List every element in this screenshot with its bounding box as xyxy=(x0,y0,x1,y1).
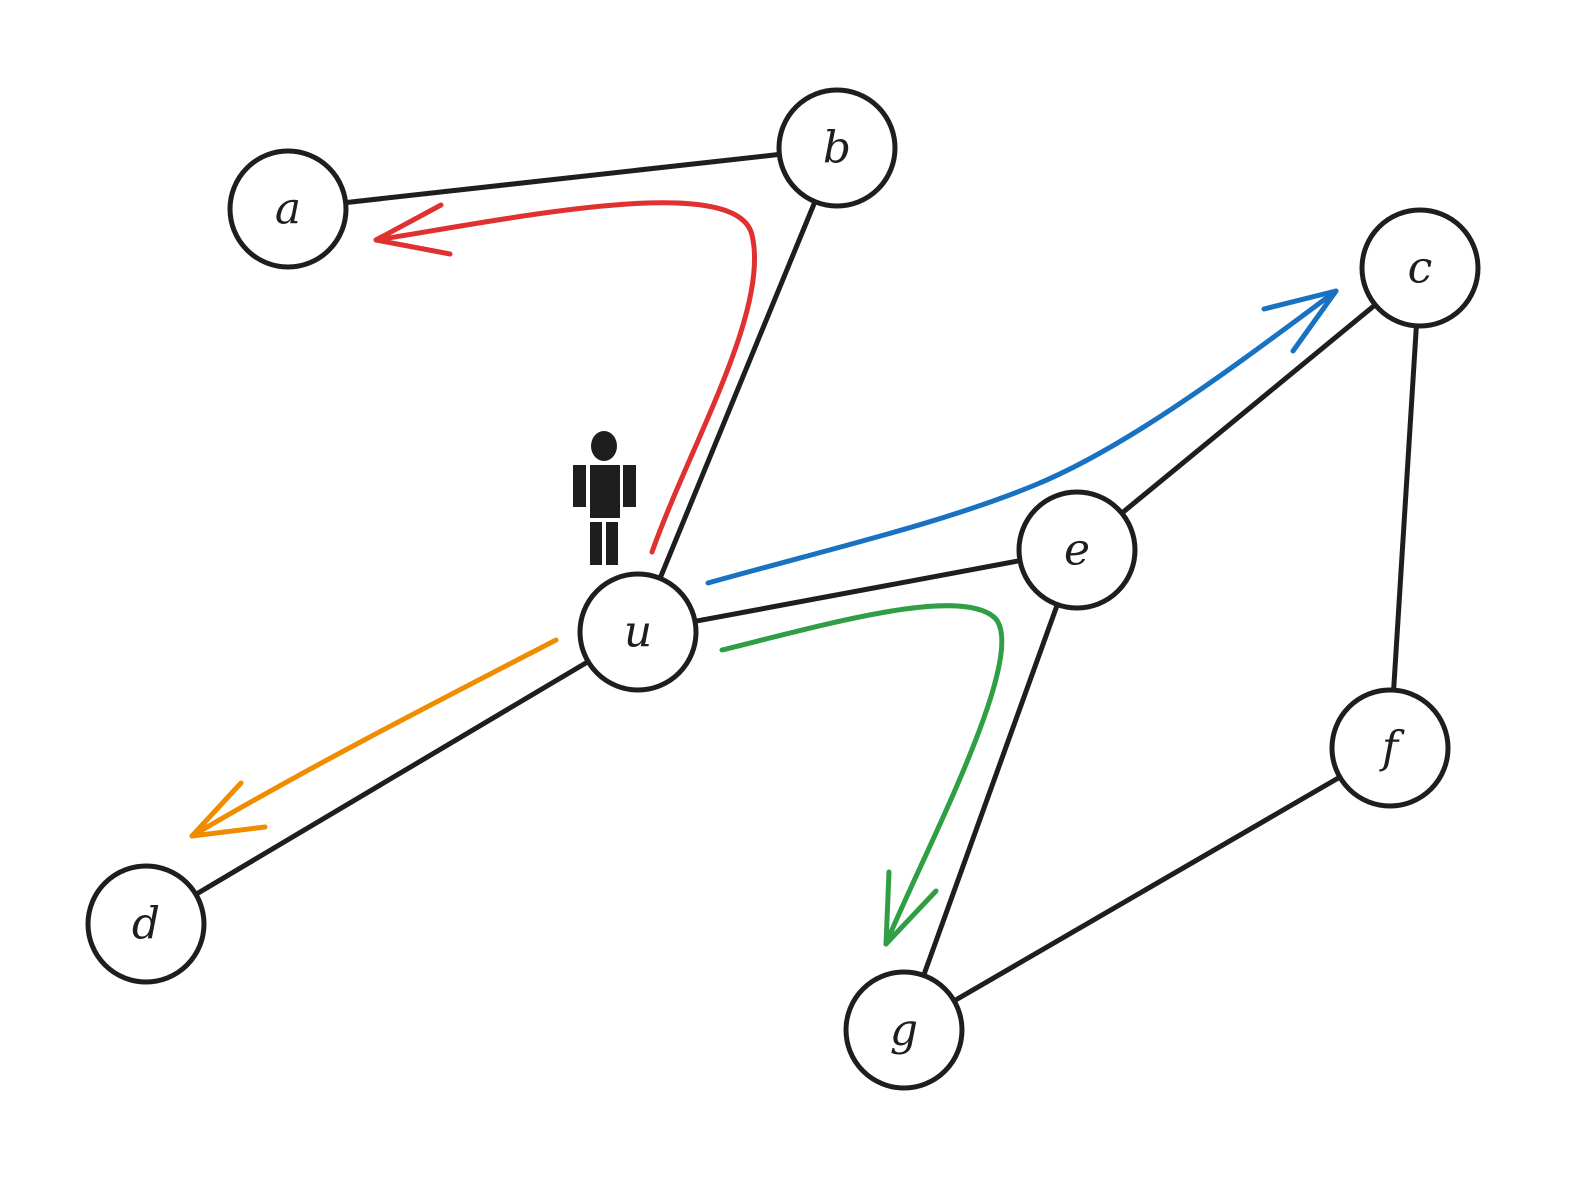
edge-c-f xyxy=(1391,323,1419,693)
edge-b-u xyxy=(657,199,818,581)
walk-to-a-arrowhead xyxy=(373,202,453,257)
person-right-arm xyxy=(623,465,636,507)
node-circle xyxy=(577,571,699,693)
node-label: g xyxy=(890,1005,918,1056)
walk-to-a xyxy=(373,200,758,555)
node-circle xyxy=(776,87,898,209)
walk-to-c xyxy=(705,288,1339,586)
person-torso xyxy=(590,465,620,518)
node-circle xyxy=(227,148,349,270)
person-right-leg xyxy=(606,522,618,565)
person-left-leg xyxy=(590,522,602,565)
edges-layer xyxy=(193,151,1419,1004)
node-f: f xyxy=(1329,687,1451,809)
edge-e-c xyxy=(1119,302,1378,516)
walk-to-d xyxy=(189,637,559,839)
node-label: e xyxy=(1064,525,1090,576)
walk-to-c-arrowhead xyxy=(1261,288,1339,354)
edge-f-g xyxy=(951,774,1343,1004)
node-u: u xyxy=(577,571,699,693)
person-left-arm xyxy=(573,465,586,507)
walks-layer xyxy=(189,200,1339,947)
walk-to-g-line xyxy=(719,603,1005,947)
node-label: c xyxy=(1408,243,1433,294)
nodes-layer: a b c u e f d xyxy=(85,87,1481,1091)
node-label: a xyxy=(275,184,301,235)
person-icon xyxy=(573,431,636,565)
node-label: u xyxy=(624,607,652,658)
node-circle xyxy=(1016,489,1138,611)
node-a: a xyxy=(227,148,349,270)
walk-to-g xyxy=(719,603,1005,947)
person-head xyxy=(591,431,617,461)
edge-a-b xyxy=(343,151,782,206)
node-label: d xyxy=(132,899,160,950)
walk-to-d-arrowhead xyxy=(189,780,268,839)
node-b: b xyxy=(776,87,898,209)
walk-to-c-line xyxy=(705,288,1339,586)
node-g: g xyxy=(843,969,965,1091)
edge-e-g xyxy=(921,602,1060,978)
node-label: b xyxy=(823,123,851,174)
walk-to-a-line xyxy=(373,200,758,555)
node-circle xyxy=(85,863,207,985)
walk-to-d-line xyxy=(189,637,559,839)
walk-to-g-arrowhead xyxy=(883,869,939,947)
node-circle xyxy=(1359,207,1481,329)
node-circle xyxy=(843,969,965,1091)
node-d: d xyxy=(85,863,207,985)
edge-u-d xyxy=(193,659,591,897)
node-c: c xyxy=(1359,207,1481,329)
node-e: e xyxy=(1016,489,1138,611)
edge-u-e xyxy=(692,558,1023,624)
node-circle xyxy=(1329,687,1451,809)
